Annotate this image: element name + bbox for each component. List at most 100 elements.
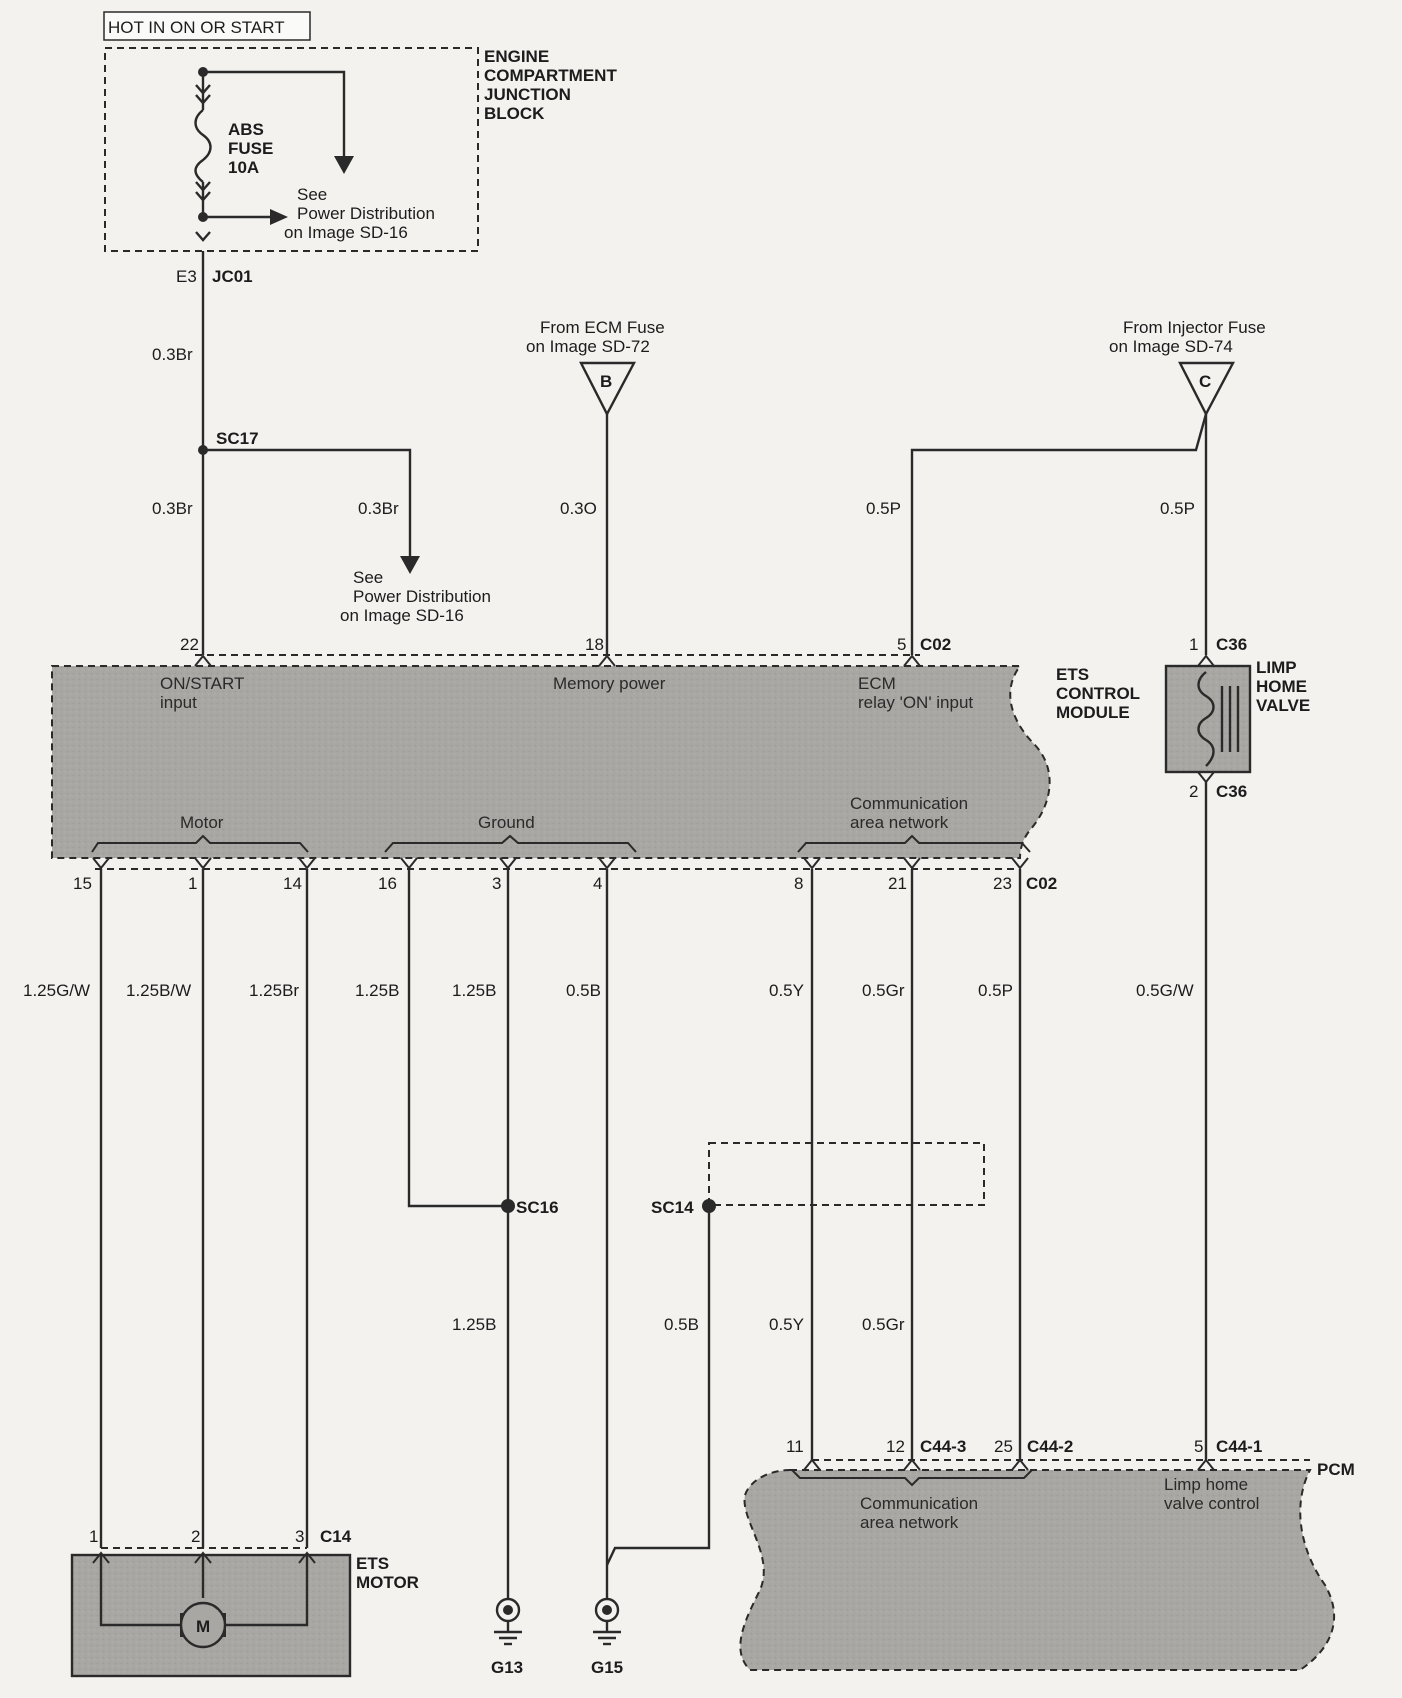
motor-title-1: ETS	[356, 1554, 389, 1573]
ground-g15: G15	[591, 1658, 623, 1677]
feed-b-from-2: on Image SD-72	[526, 337, 650, 356]
sc16-splice	[501, 1199, 515, 1213]
input-memory: Memory power	[553, 674, 666, 693]
ets-bottom-pins	[92, 857, 1029, 870]
ets-top-pin-5: 5	[897, 635, 906, 654]
group-ground: Ground	[478, 813, 535, 832]
jb-pin: E3	[176, 267, 197, 286]
sc14-label: SC14	[651, 1198, 694, 1217]
pcm-can-2: area network	[860, 1513, 959, 1532]
feed-c-triangle	[1178, 361, 1235, 417]
jb-title-1: ENGINE	[484, 47, 549, 66]
motor-title-2: MOTOR	[356, 1573, 419, 1592]
arrow-down-icon	[334, 156, 354, 174]
wire-2: 1.25B/W	[126, 981, 191, 1000]
limp-wire: 0.5G/W	[1136, 981, 1194, 1000]
arrow-right-icon	[270, 209, 288, 225]
limp-title-3: VALVE	[1256, 696, 1310, 715]
feed-c-wire-right: 0.5P	[1160, 499, 1195, 518]
jb-title-2: COMPARTMENT	[484, 66, 617, 85]
group-can-2: area network	[850, 813, 949, 832]
wire-1: 1.25G/W	[23, 981, 90, 1000]
ets-control-module	[52, 666, 1050, 858]
limp-title-2: HOME	[1256, 677, 1307, 696]
wire-3: 1.25Br	[249, 981, 299, 1000]
feed-b-from-1: From ECM Fuse	[540, 318, 665, 337]
motor-connector: C14	[320, 1527, 352, 1546]
wire-4: 1.25B	[355, 981, 399, 1000]
hot-label-box	[103, 11, 311, 41]
jb-title-3: JUNCTION	[484, 85, 571, 104]
sc17-branch-wire: 0.3Br	[358, 499, 399, 518]
motor-pin-1: 1	[89, 1527, 98, 1546]
sc17-label: SC17	[216, 429, 259, 448]
input-onstart-2: input	[160, 693, 197, 712]
jb-title-4: BLOCK	[484, 104, 545, 123]
feed-c-wire-left: 0.5P	[866, 499, 901, 518]
ground-g13-icon	[494, 1597, 522, 1646]
sc17-see-2: Power Distribution	[353, 587, 491, 606]
wire-9: 0.5P	[978, 981, 1013, 1000]
sc17-arrow-icon	[400, 556, 420, 574]
jb-see-2: Power Distribution	[297, 204, 435, 223]
input-ecm-1: ECM	[858, 674, 896, 693]
ets-pin-3: 3	[492, 874, 501, 893]
ets-title-3: MODULE	[1056, 703, 1130, 722]
input-ecm-2: relay 'ON' input	[858, 693, 973, 712]
limp-home-valve	[1164, 664, 1252, 774]
feed-b-wire: 0.3O	[560, 499, 597, 518]
motor-symbol: M	[196, 1617, 210, 1636]
jb-connector: JC01	[212, 267, 253, 286]
pcm-pin-5: 5	[1194, 1437, 1203, 1456]
coil-icon	[1197, 671, 1215, 767]
limp-conn-bottom: C36	[1216, 782, 1247, 801]
ets-pin-15: 15	[73, 874, 92, 893]
sc17-see-3: on Image SD-16	[340, 606, 464, 625]
limp-conn-top: C36	[1216, 635, 1247, 654]
ets-pin-4: 4	[593, 874, 602, 893]
pcm-pin-25: 25	[994, 1437, 1013, 1456]
input-onstart-1: ON/START	[160, 674, 244, 693]
pcm-pin-12: 12	[886, 1437, 905, 1456]
motor-pin-2: 2	[191, 1527, 200, 1546]
fuse-label-2: FUSE	[228, 139, 273, 158]
wire-6: 0.5B	[566, 981, 601, 1000]
group-can-1: Communication	[850, 794, 968, 813]
lower-wire-1: 1.25B	[452, 1315, 496, 1334]
limp-pin-top: 1	[1189, 635, 1198, 654]
group-motor: Motor	[180, 813, 224, 832]
sc17-see-1: See	[353, 568, 383, 587]
sc16-label: SC16	[516, 1198, 559, 1217]
ets-pin-21: 21	[888, 874, 907, 893]
feed-c-from-1: From Injector Fuse	[1123, 318, 1266, 337]
fuse-icon	[194, 109, 212, 183]
feed-c-from-2: on Image SD-74	[1109, 337, 1233, 356]
jb-see-3: on Image SD-16	[284, 223, 408, 242]
main-wire-lower: 0.3Br	[152, 499, 193, 518]
feed-b-triangle	[579, 361, 636, 417]
wire-8: 0.5Gr	[862, 981, 905, 1000]
ets-top-connector: C02	[920, 635, 951, 654]
lower-wire-4: 0.5Gr	[862, 1315, 905, 1334]
wire-7: 0.5Y	[769, 981, 804, 1000]
motor-pin-3: 3	[295, 1527, 304, 1546]
ets-pin-23: 23	[993, 874, 1012, 893]
ets-top-pin-18: 18	[585, 635, 604, 654]
motor-symbol-icon	[179, 1601, 227, 1649]
ets-bottom-connector: C02	[1026, 874, 1057, 893]
limp-pin-bottom: 2	[1189, 782, 1198, 801]
wire-5: 1.25B	[452, 981, 496, 1000]
lower-wire-3: 0.5Y	[769, 1315, 804, 1334]
sc14-box	[708, 1142, 985, 1206]
pcm-pin-11: 11	[786, 1437, 804, 1456]
ets-title-2: CONTROL	[1056, 684, 1140, 703]
ground-g15-icon	[593, 1597, 621, 1646]
ets-title-1: ETS	[1056, 665, 1089, 684]
fuse-label-1: ABS	[228, 120, 264, 139]
pcm-limp-2: valve control	[1164, 1494, 1259, 1513]
feed-b-letter: B	[600, 372, 612, 391]
fuse-label-3: 10A	[228, 158, 259, 177]
ground-g13: G13	[491, 1658, 523, 1677]
ets-pin-14: 14	[283, 874, 302, 893]
